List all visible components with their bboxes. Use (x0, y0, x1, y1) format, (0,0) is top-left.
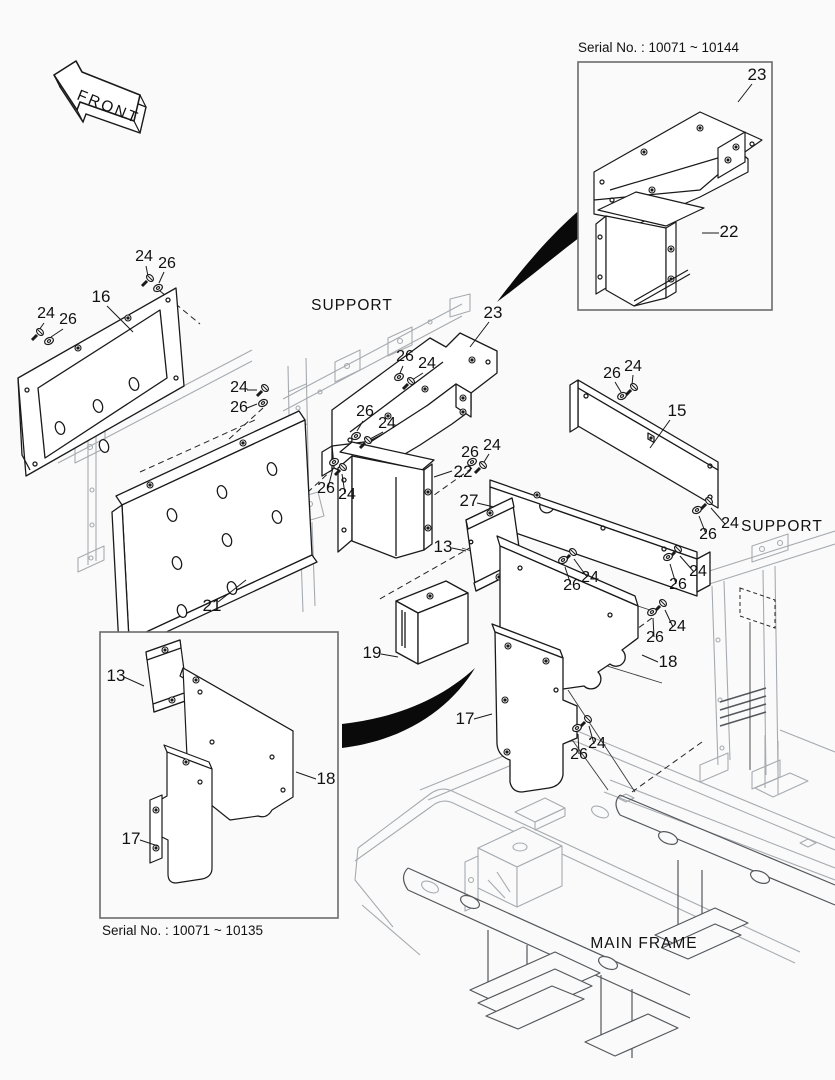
caption-support-right: SUPPORT (741, 518, 823, 535)
fastener-label-24: 24 (588, 735, 606, 752)
fastener-label-24: 24 (721, 515, 739, 532)
caption-main-frame: MAIN FRAME (590, 935, 697, 952)
part-label-13: 13 (434, 537, 453, 556)
swoosh-arrows (342, 206, 584, 748)
washer-icon (42, 335, 56, 347)
washer-icon (615, 390, 629, 402)
fastener-label-26: 26 (59, 311, 77, 328)
inset-top-box (577, 61, 773, 311)
inset-part-17 (149, 744, 213, 884)
screw-icon (473, 458, 490, 475)
part-19-cover (395, 580, 469, 665)
part-label-17: 17 (456, 709, 475, 728)
part-label-22: 22 (454, 462, 473, 481)
fastener-label-26: 26 (317, 480, 335, 497)
fastener-label-24: 24 (483, 437, 501, 454)
inset-top-serial: Serial No. : 10071 ~ 10144 (578, 40, 739, 55)
support-right-crossbars (719, 687, 767, 727)
labels-layer: SUPPORT SUPPORT MAIN FRAME 16 21 23 22 15 27 13 19… (37, 40, 823, 952)
fastener-label-24: 24 (581, 569, 599, 586)
inset-part-22 (595, 191, 705, 307)
fastener-label-24: 24 (37, 305, 55, 322)
screw-icon (30, 325, 47, 342)
part-17-panel (491, 623, 578, 793)
screw-icon (140, 271, 157, 288)
part-label-21: 21 (203, 596, 222, 615)
leader-lines (38, 83, 753, 847)
fastener-label-26: 26 (396, 348, 414, 365)
fastener-label-24: 24 (624, 358, 642, 375)
part-22-channel (337, 441, 435, 559)
part-label-27: 27 (460, 491, 479, 510)
inset-bottom-box (99, 631, 339, 919)
fastener-label-24: 24 (230, 379, 248, 396)
fastener-label-26: 26 (356, 403, 374, 420)
inset-bottom-serial: Serial No. : 10071 ~ 10135 (102, 923, 263, 938)
part-16-plate (17, 287, 185, 477)
main-frame-drawing (354, 729, 835, 964)
washer-icon (256, 397, 270, 409)
part-label-23: 23 (484, 303, 503, 322)
swoosh-to-bottom-inset (342, 668, 475, 748)
swoosh-to-top-inset (497, 206, 584, 302)
part-label-18: 18 (659, 652, 678, 671)
fastener-label-26: 26 (461, 444, 479, 461)
washer-icon (151, 282, 165, 294)
fastener-label-24: 24 (378, 415, 396, 432)
washer-icon (690, 504, 704, 516)
part-21-plate (111, 410, 318, 648)
front-arrow: FRONT (53, 60, 147, 134)
fastener-label-26: 26 (570, 746, 588, 763)
part-label-13: 13 (107, 666, 126, 685)
main-frame-cross-beams (402, 794, 835, 1058)
fastener-label-26: 26 (563, 577, 581, 594)
fastener-label-26: 26 (699, 526, 717, 543)
fastener-label-26: 26 (603, 365, 621, 382)
part-label-19: 19 (363, 643, 382, 662)
fastener-label-26: 26 (669, 576, 687, 593)
fastener-label-26: 26 (158, 255, 176, 272)
parts-layer (17, 287, 719, 793)
fastener-label-24: 24 (418, 355, 436, 372)
fastener-label-26: 26 (230, 399, 248, 416)
screw-icon (255, 381, 272, 398)
part-label-22: 22 (720, 222, 739, 241)
fastener-label-24: 24 (668, 618, 686, 635)
fastener-label-24: 24 (689, 563, 707, 580)
screw-icon (624, 380, 641, 397)
part-15-rail (569, 379, 719, 509)
part-label-17: 17 (122, 829, 141, 848)
part-label-23: 23 (748, 65, 767, 84)
part-label-18: 18 (317, 769, 336, 788)
fastener-label-26: 26 (646, 629, 664, 646)
fastener-label-24: 24 (135, 248, 153, 265)
part-27-rail (489, 479, 711, 597)
caption-support-left: SUPPORT (311, 297, 393, 314)
part-label-16: 16 (92, 287, 111, 306)
part-label-15: 15 (668, 401, 687, 420)
inset-part-13 (145, 639, 189, 713)
fastener-label-24: 24 (338, 486, 356, 503)
screw-icon (653, 596, 670, 613)
